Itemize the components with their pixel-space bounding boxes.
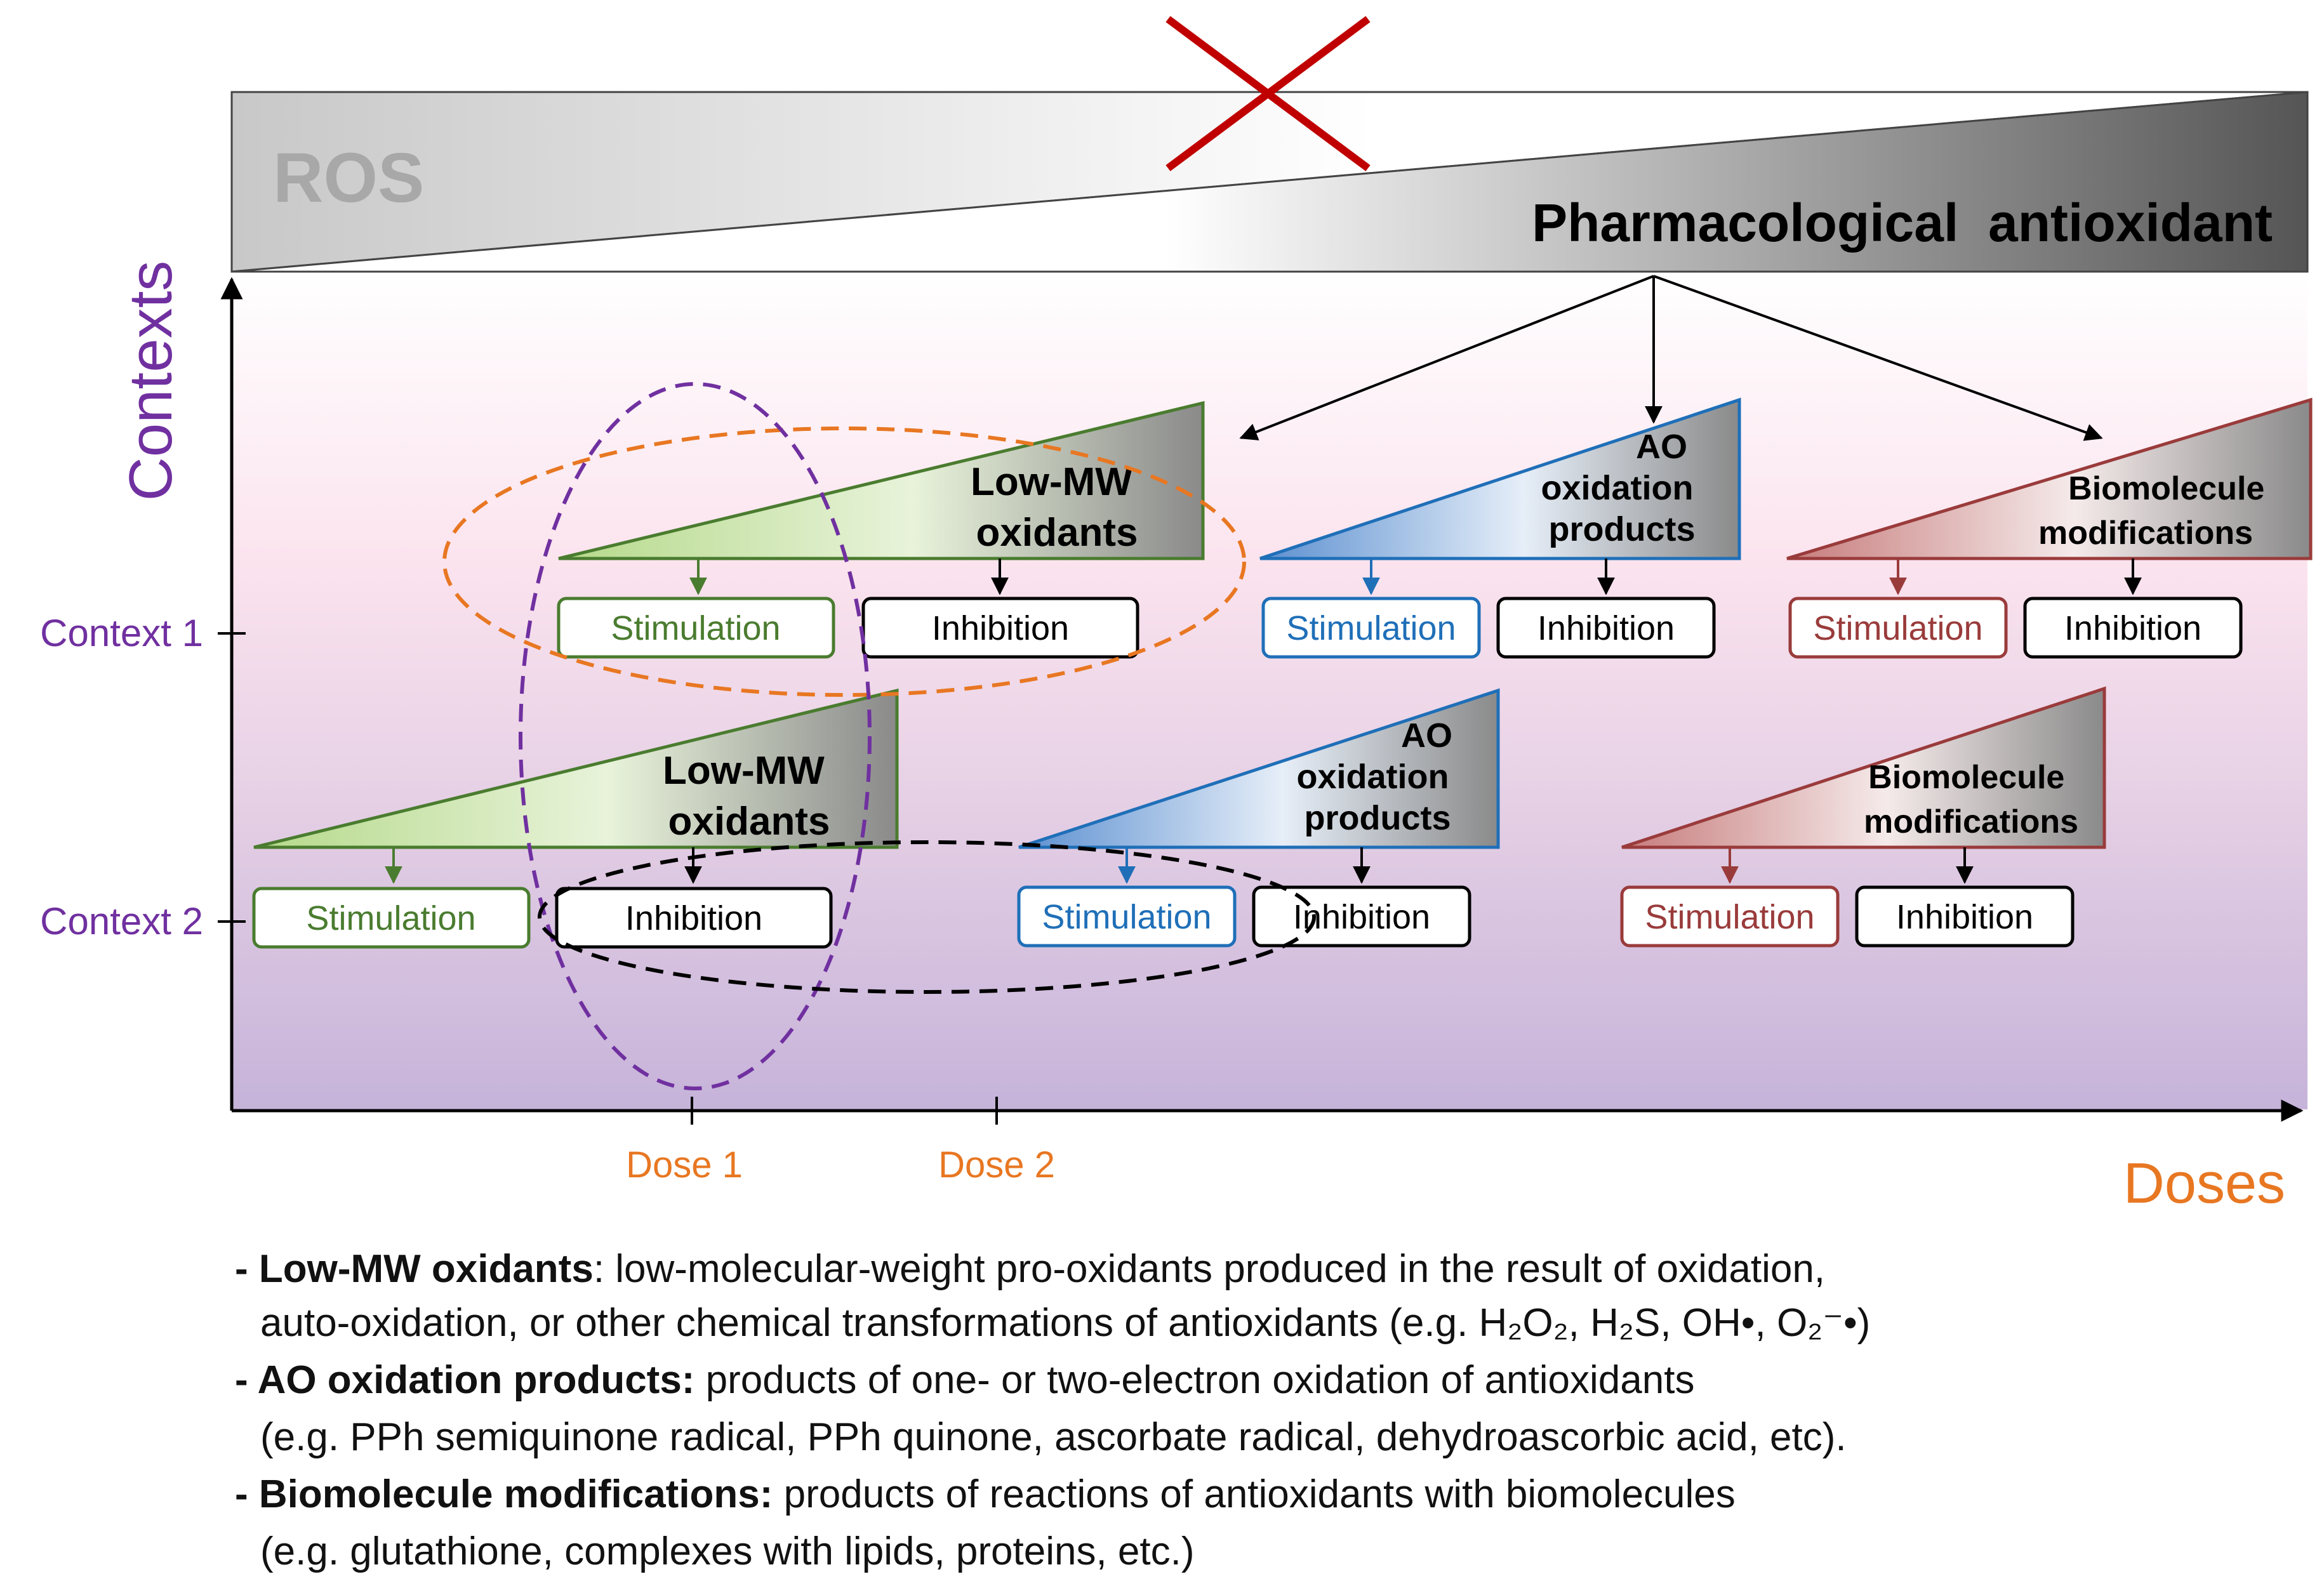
note-line-1: - Low-MW oxidants: low-molecular-weight …: [235, 1247, 1825, 1291]
biomolecule-title-context-1: Biomolecule modifications: [2038, 470, 2274, 552]
biomolecule-wedge-context-1: [1786, 397, 2313, 560]
stimulation-label: Stimulation: [1645, 898, 1814, 936]
note-line-2: auto-oxidation, or other chemical transf…: [260, 1301, 1870, 1345]
ros-label: ROS: [273, 139, 424, 217]
dose-1-label: Dose 1: [626, 1144, 743, 1186]
inhibition-box-low-mw-context-1: [861, 597, 1139, 659]
stimulation-box-ao-context-2: [1017, 885, 1237, 948]
ao-products-title-context-1: AO oxidation products: [1541, 428, 1703, 548]
antioxidant-arrows: [1239, 275, 2103, 441]
stimulation-label: Stimulation: [1813, 609, 1982, 647]
ao-products-wedge-context-2: [1018, 688, 1500, 849]
note-line-5: - Biomolecule modifications: products of…: [235, 1472, 1736, 1516]
inhibition-box-bio-context-2: [1855, 885, 2075, 948]
low-mw-title-context-2: Low-MW oxidants: [663, 749, 835, 843]
inhibition-label: Inhibition: [625, 899, 762, 937]
low-mw-wedge-context-2: [253, 688, 899, 849]
inhibition-label: Inhibition: [1896, 898, 2033, 936]
context-1-label: Context 1: [40, 612, 203, 654]
stimulation-label: Stimulation: [1042, 898, 1211, 936]
ao-products-title-context-2: AO oxidation products: [1296, 717, 1462, 837]
stimulation-box-ao-context-1: [1261, 597, 1481, 659]
stimulation-label: Stimulation: [1286, 609, 1456, 647]
biomolecule-title-context-2: Biomolecule modifications: [1864, 759, 2078, 840]
cross-mark: [1165, 16, 1371, 171]
note-line-3: - AO oxidation products: products of one…: [235, 1358, 1694, 1402]
dose-2-label: Dose 2: [938, 1144, 1055, 1186]
inhibition-label: Inhibition: [2064, 609, 2201, 647]
stimulation-box-bio-context-1: [1788, 597, 2008, 659]
purple-dashed-ellipse: [519, 382, 872, 1090]
orange-dashed-ellipse: [442, 426, 1246, 697]
stimulation-box-bio-context-2: [1620, 885, 1840, 948]
inhibition-label: Inhibition: [1537, 609, 1675, 647]
inhibition-label: Inhibition: [932, 609, 1069, 647]
stimulation-box-low-mw-context-2: [252, 887, 531, 949]
low-mw-title-context-1: Low-MW oxidants: [971, 460, 1143, 555]
definitions-notes: - Low-MW oxidants: low-molecular-weight …: [235, 1247, 1870, 1573]
x-axis-label: Doses: [2123, 1152, 2285, 1215]
stimulation-label: Stimulation: [306, 899, 475, 937]
stimulation-label: Stimulation: [611, 609, 780, 647]
ao-products-wedge-context-1: [1259, 397, 1741, 560]
biomolecule-wedge-context-2: [1621, 686, 2106, 849]
stimulation-box-low-mw-context-1: [557, 597, 835, 659]
inhibition-box-ao-context-1: [1496, 597, 1716, 659]
black-dashed-ellipse: [538, 840, 1316, 994]
antioxidant-wedge: [231, 91, 2309, 273]
note-line-4: (e.g. PPh semiquinone radical, PPh quino…: [260, 1415, 1847, 1459]
antioxidant-label: Pharmacological antioxidant: [1532, 193, 2273, 253]
inhibition-box-bio-context-1: [2023, 597, 2243, 659]
context-background: [232, 272, 2307, 1109]
inhibition-box-low-mw-context-2: [555, 887, 833, 949]
note-line-6: (e.g. glutathione, complexes with lipids…: [260, 1530, 1195, 1573]
y-axis-label: Contexts: [117, 261, 185, 501]
low-mw-wedge-context-1: [558, 400, 1205, 560]
context-2-label: Context 2: [40, 900, 203, 942]
